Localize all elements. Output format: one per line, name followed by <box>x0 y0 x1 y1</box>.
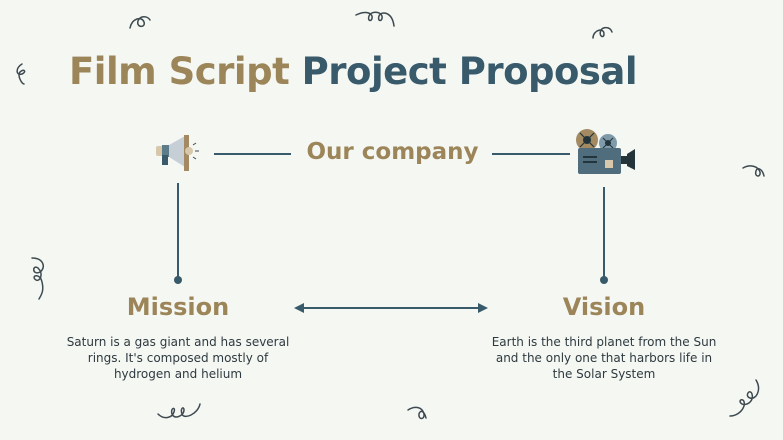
squiggle-decoration <box>407 406 427 420</box>
megaphone-icon <box>156 135 199 171</box>
film-projector-icon <box>576 129 635 174</box>
connector-dot-mission <box>174 276 182 284</box>
squiggle-decoration <box>742 165 765 177</box>
mission-text: Saturn is a gas giant and has several ri… <box>66 335 290 381</box>
squiggle-decoration <box>729 379 760 417</box>
center-label: Our company <box>306 139 479 165</box>
squiggle-decoration <box>157 403 201 419</box>
squiggle-decoration <box>31 257 45 300</box>
double-arrow-icon <box>294 303 488 313</box>
connector-line-left <box>214 153 291 155</box>
connector-line-mission <box>177 183 179 278</box>
squiggle-decoration <box>592 26 613 39</box>
mission-heading: Mission <box>126 293 230 321</box>
vision-heading: Vision <box>562 293 646 321</box>
title-part-2: Project Proposal <box>301 50 638 93</box>
title-part-1: Film Script <box>69 50 290 93</box>
vision-text: Earth is the third planet from the Sun a… <box>491 335 717 381</box>
squiggle-decoration <box>129 16 151 29</box>
page-title: Film Script Project Proposal <box>69 50 638 93</box>
squiggle-decoration <box>16 63 26 85</box>
connector-line-right <box>492 153 570 155</box>
connector-dot-vision <box>600 276 608 284</box>
connector-line-vision <box>603 187 605 278</box>
squiggle-decoration <box>355 11 395 27</box>
